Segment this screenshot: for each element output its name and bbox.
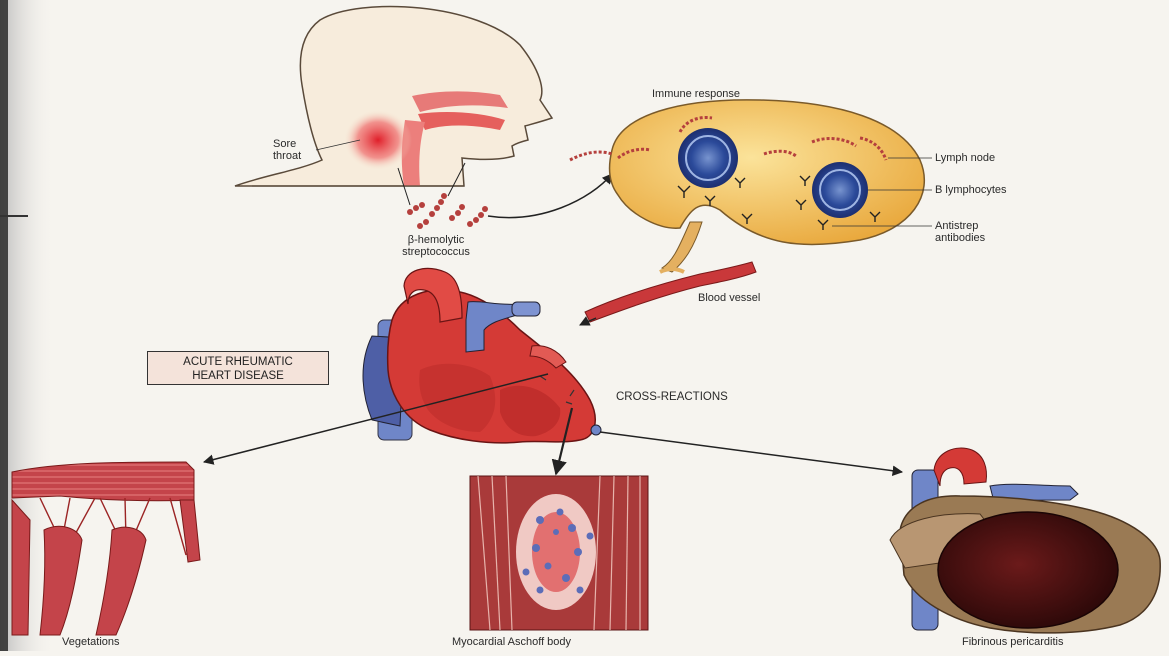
immune-response-label: Immune response [652, 88, 740, 100]
lymph-node-label: Lymph node [935, 152, 995, 164]
fibrinous-pericarditis-label: Fibrinous pericarditis [962, 636, 1063, 648]
lymph-node [570, 100, 932, 272]
cross-reactions-label: CROSS-REACTIONS [616, 391, 728, 403]
streptococcus-label: β-hemolytic streptococcus [385, 234, 487, 258]
antistrep-antibodies-label: Antistrep antibodies [935, 220, 985, 244]
aschoff-body-label: Myocardial Aschoff body [452, 636, 571, 648]
blood-vessel-label: Blood vessel [698, 292, 760, 304]
aschoff-body-illustration [470, 476, 648, 630]
sore-throat-label: Sore throat [273, 138, 301, 162]
heart-illustration [363, 268, 601, 442]
streptococcus-chains [407, 193, 488, 229]
b-lymphocytes-label: B lymphocytes [935, 184, 1007, 196]
arrow-to-lymph-node [488, 174, 612, 218]
sore-throat-glow [344, 110, 412, 170]
scan-edge [0, 0, 8, 651]
pericarditis-illustration [890, 448, 1160, 633]
disease-title-box: ACUTE RHEUMATIC HEART DISEASE [147, 351, 329, 385]
arrow-to-pericarditis [600, 432, 902, 472]
vegetations-label: Vegetations [62, 636, 120, 648]
